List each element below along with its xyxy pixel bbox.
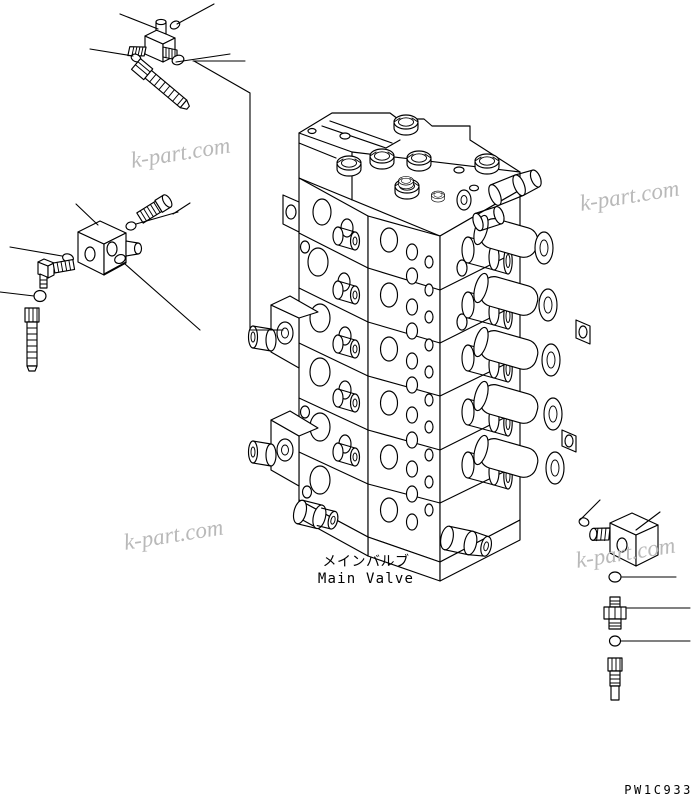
tee-block-part — [127, 18, 178, 63]
o-ring-part — [578, 517, 590, 527]
main-valve-body — [247, 112, 591, 582]
elbow-fitting-part — [37, 258, 76, 289]
upper-left-parts-cluster — [89, 3, 284, 331]
valve-front-cartridges — [332, 226, 361, 467]
o-ring-part — [169, 20, 181, 30]
elbow-fitting-part — [136, 194, 173, 224]
main-valve-caption-en: Main Valve — [317, 570, 415, 587]
part-code: PW1C933 — [624, 783, 693, 797]
o-ring-part — [114, 253, 126, 265]
valve-left-flanges — [270, 194, 319, 487]
reducer-fitting-part — [603, 596, 627, 630]
threaded-bolt-part — [130, 58, 190, 110]
valve-front-relief-cartridge — [292, 499, 339, 530]
o-ring-part — [125, 221, 137, 231]
o-ring-part — [608, 635, 622, 647]
o-ring-part — [33, 289, 47, 303]
valve-center-face — [367, 215, 441, 563]
main-valve-caption: メインバルブ Main Valve — [256, 554, 476, 587]
middle-left-parts-cluster — [0, 194, 201, 372]
connector-block-part — [589, 512, 659, 567]
valve-top-right-inlets — [456, 169, 542, 232]
valve-block-part — [77, 220, 143, 276]
threaded-bolt-part — [24, 307, 40, 372]
valve-bottom-port-fitting — [440, 525, 493, 557]
valve-left-bosses — [299, 240, 313, 499]
threaded-bolt-part — [607, 657, 623, 701]
lower-right-parts-cluster — [578, 499, 691, 701]
main-valve-caption-jp: メインバルブ — [322, 554, 410, 570]
valve-left-port-stubs — [247, 325, 277, 467]
o-ring-part — [608, 571, 622, 583]
valve-spool-bodies — [473, 214, 591, 485]
